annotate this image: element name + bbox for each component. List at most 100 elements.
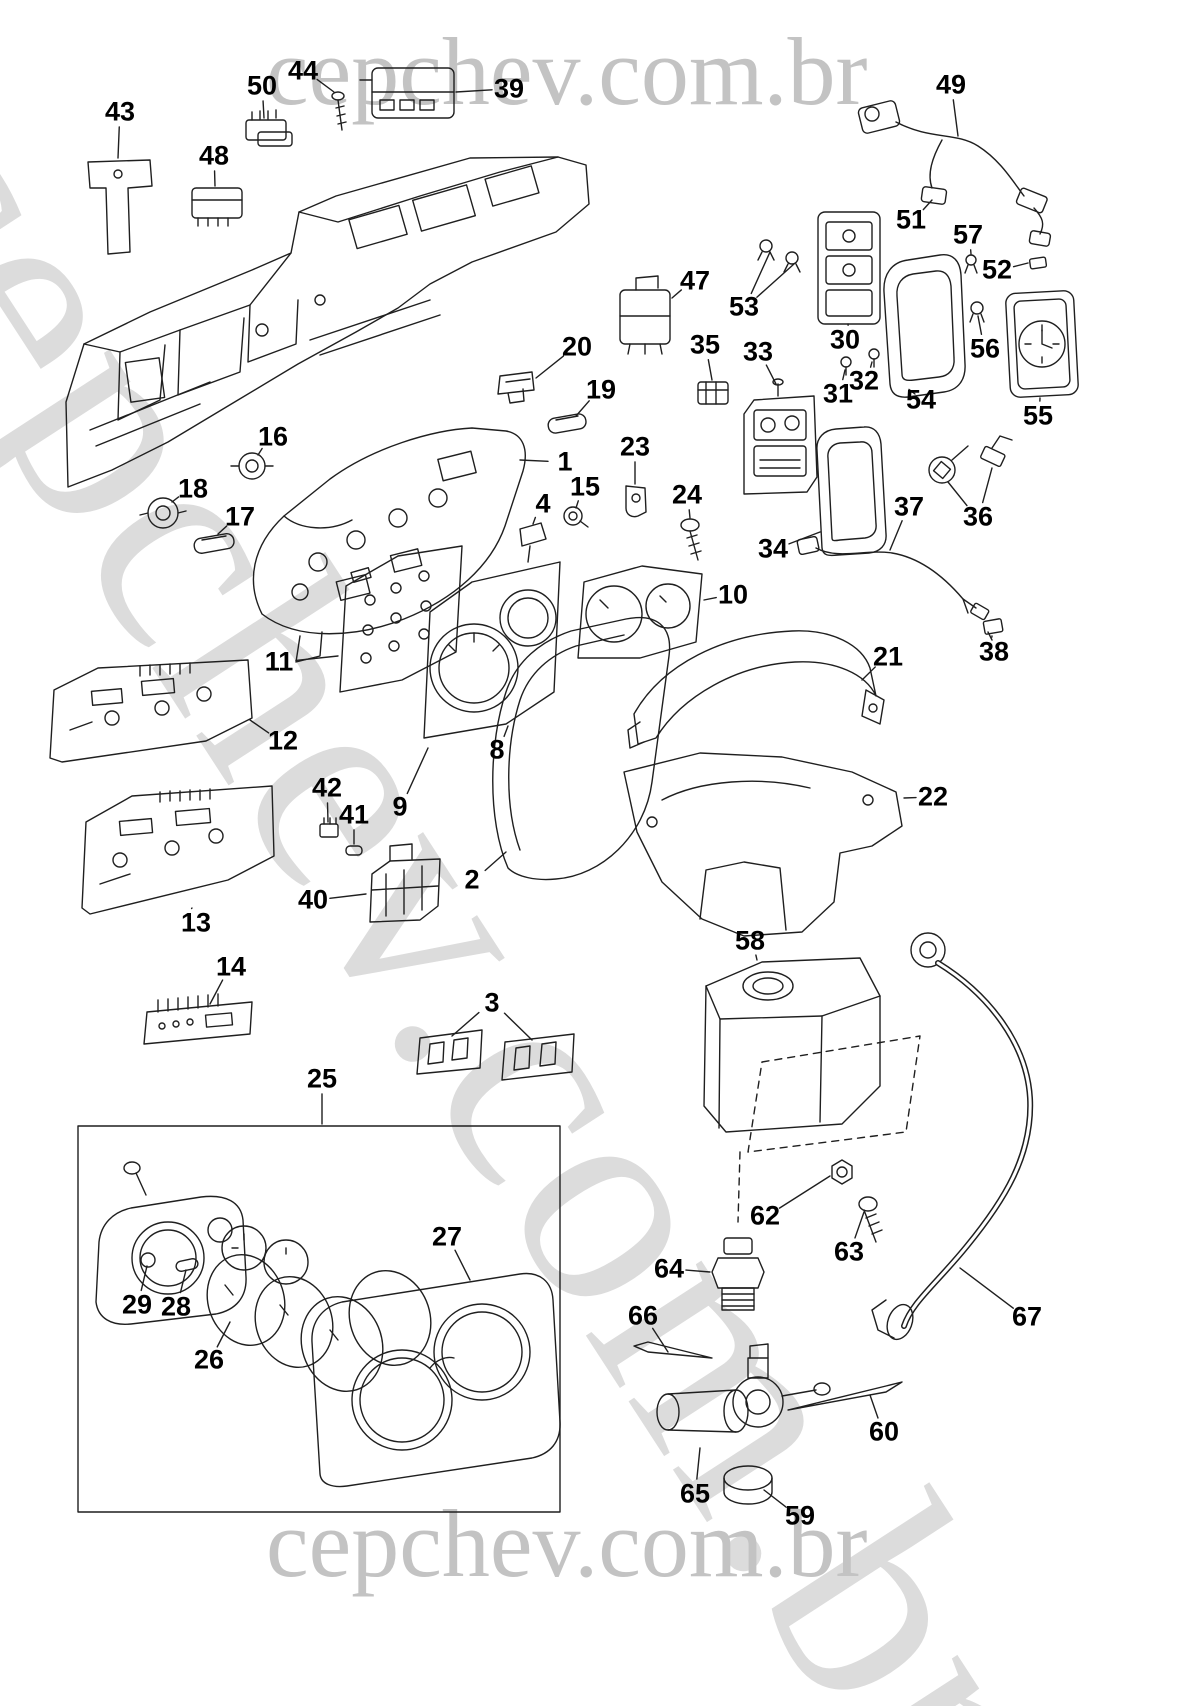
leader-line-4 [532,516,537,525]
part-9-gauge-plate [423,561,561,739]
leader-line-60 [869,1394,879,1419]
leader-line-20 [535,355,565,379]
part-54-bezel [883,254,966,398]
part-44-screw [331,91,347,131]
part-33-control-unit [743,378,818,495]
part-57-bulb [964,254,978,274]
leader-line-62 [778,1175,831,1209]
part-3-bulb-strips [416,1029,575,1081]
part-4-bracket [519,522,547,563]
part-50-connector [245,109,293,147]
part-35-connector [697,381,729,405]
leader-line-10 [703,596,717,601]
leader-line-1 [519,459,549,463]
part-20-connector [497,371,535,404]
leader-line-59 [763,1489,787,1508]
part-67-speedometer-cable [871,932,1034,1341]
leader-line-26 [216,1321,231,1348]
part-21-upper-trim [627,630,885,749]
leader-line-43 [117,126,120,159]
part-36-sensor [928,435,1013,484]
leader-line-16 [257,447,263,456]
leader-line-33 [765,364,777,385]
leader-line-27 [454,1249,471,1281]
part-42-connector [319,817,339,838]
part-24-screw [680,518,702,561]
part-63-bolt [858,1196,883,1243]
part-64-cable-fitting [711,1237,765,1311]
leader-line-24 [688,509,691,519]
part-12-circuit-board [49,659,253,763]
part-38-clip [982,618,1004,641]
leader-line-67 [959,1267,1014,1309]
leader-line-47 [671,289,683,299]
leader-line-36 [981,467,993,504]
leader-line-63 [854,1211,865,1239]
leader-line-15 [575,500,580,509]
leader-line-14 [209,979,224,1005]
part-49-wiring-harness [857,100,1052,247]
leader-line-65 [696,1447,701,1480]
part-11-flex-circuit [339,545,463,693]
leader-line-53 [750,251,771,295]
part-19-bulb [547,413,587,434]
leader-line-49 [952,99,959,137]
leader-line-2 [484,851,507,872]
part-55-clock [1005,290,1079,398]
part-37-wire [796,535,990,621]
leader-line-9 [406,747,429,795]
part-26-29-gauge-cluster [95,1161,432,1392]
leader-line-36 [947,481,968,507]
part-59-cap [723,1465,773,1505]
part-58-reservoir [703,957,921,1223]
leader-line-39 [455,89,493,93]
leader-line-58 [755,954,758,961]
leader-line-12 [249,719,270,734]
part-27-bezel-plate [311,1272,561,1488]
part-15-bulb-socket [563,506,589,528]
part-14-connector-strip [143,993,253,1045]
part-56-bulb [969,301,985,323]
part-1-cluster-housing [252,427,526,663]
leader-line-66 [651,1327,669,1353]
leader-line-44 [316,78,335,93]
leader-line-8 [503,725,509,738]
leader-line-53 [756,263,795,298]
part-53-bulbs [757,239,801,273]
part-39-control-module [359,67,455,119]
leader-line-32 [869,361,873,368]
leader-line-51 [922,199,933,211]
part-25-gauge-box [77,1125,561,1513]
part-30-switch-panel [817,211,881,325]
leader-line-34 [788,531,821,545]
leader-line-31 [842,369,846,381]
leader-line-54 [908,388,916,395]
leader-line-11 [295,655,339,662]
part-34-gasket [816,426,887,557]
leader-line-29 [140,1265,148,1292]
dashboard-panel [65,156,590,488]
part-43-bracket [87,159,153,255]
leader-line-42 [326,802,329,823]
part-23-bracket [625,485,647,518]
part-13-circuit-board [81,785,275,915]
leader-line-40 [329,893,367,900]
part-65-sender-assembly [656,1343,903,1433]
leader-line-18 [171,496,180,503]
leader-line-3 [503,1012,533,1041]
leader-line-64 [685,1269,711,1273]
leader-line-50 [262,100,265,119]
part-62-nut [831,1159,853,1185]
leader-line-21 [861,666,876,681]
leader-line-35 [707,359,713,381]
leader-line-28 [179,1269,187,1294]
leader-line-37 [889,520,903,551]
part-47-relay [619,275,671,355]
part-66-pin [633,1341,713,1359]
part-17-bulb [193,533,235,554]
part-22-lower-cover [623,752,903,937]
part-16-bulb-socket [230,452,274,480]
part-48-connector [191,187,243,227]
part-31-32-bulbs [840,348,880,376]
